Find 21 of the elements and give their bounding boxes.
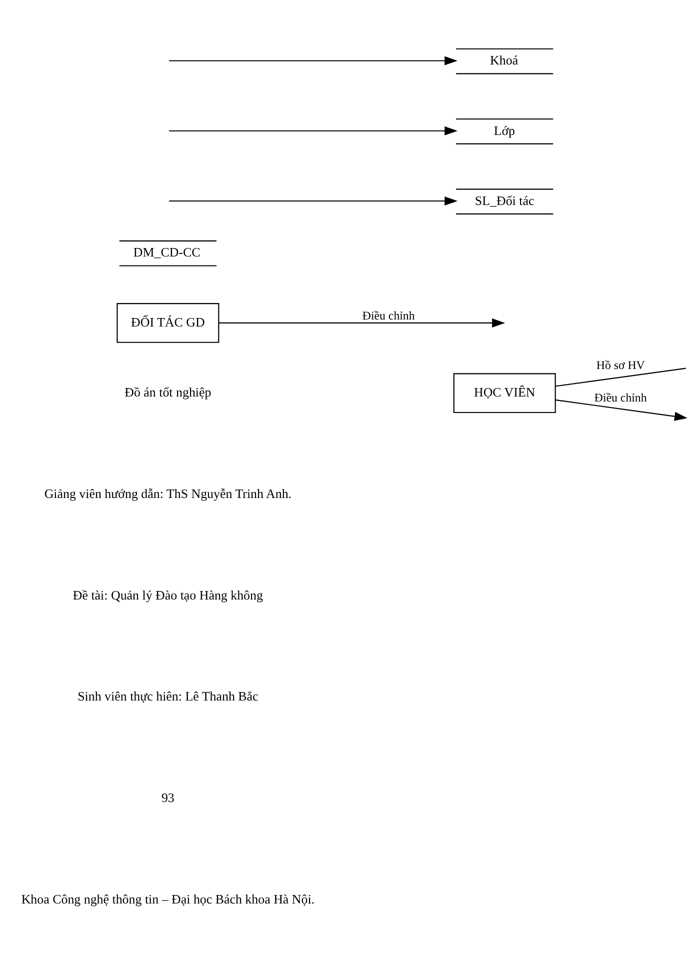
- arrow: [169, 126, 458, 135]
- label: Sinh viên thực hiên: Lê Thanh Bắc: [78, 688, 258, 704]
- node-text: SL_Đối tác: [474, 192, 534, 208]
- label: Đề tài: Quản lý Đào tạo Hàng không: [72, 586, 263, 602]
- connector: [555, 367, 686, 386]
- arrow: [218, 318, 506, 327]
- label: Đồ án tốt nghiệp: [124, 384, 212, 399]
- node-text: Lớp: [494, 122, 516, 138]
- node-box: ĐỐI TÁC GD: [116, 302, 220, 342]
- arrow: [169, 56, 458, 65]
- label: Giảng viên hướng dẫn: ThS Nguyễn Trinh Anh.: [44, 485, 292, 500]
- edge-label: Hồ sơ HV: [596, 358, 645, 372]
- arrow: [169, 196, 458, 206]
- edge-label: Điều chỉnh: [594, 390, 647, 404]
- label: 93: [161, 790, 174, 805]
- node-text: Khoá: [490, 52, 518, 68]
- node-text: DM_CD-CC: [133, 244, 200, 260]
- label: Khoa Công nghệ thông tin – Đại học Bách khoa Hà Nội.: [21, 891, 315, 906]
- node-box: HỌC VIÊN: [453, 372, 556, 413]
- edge-label: Điều chỉnh: [362, 308, 415, 322]
- arrow: [555, 398, 688, 420]
